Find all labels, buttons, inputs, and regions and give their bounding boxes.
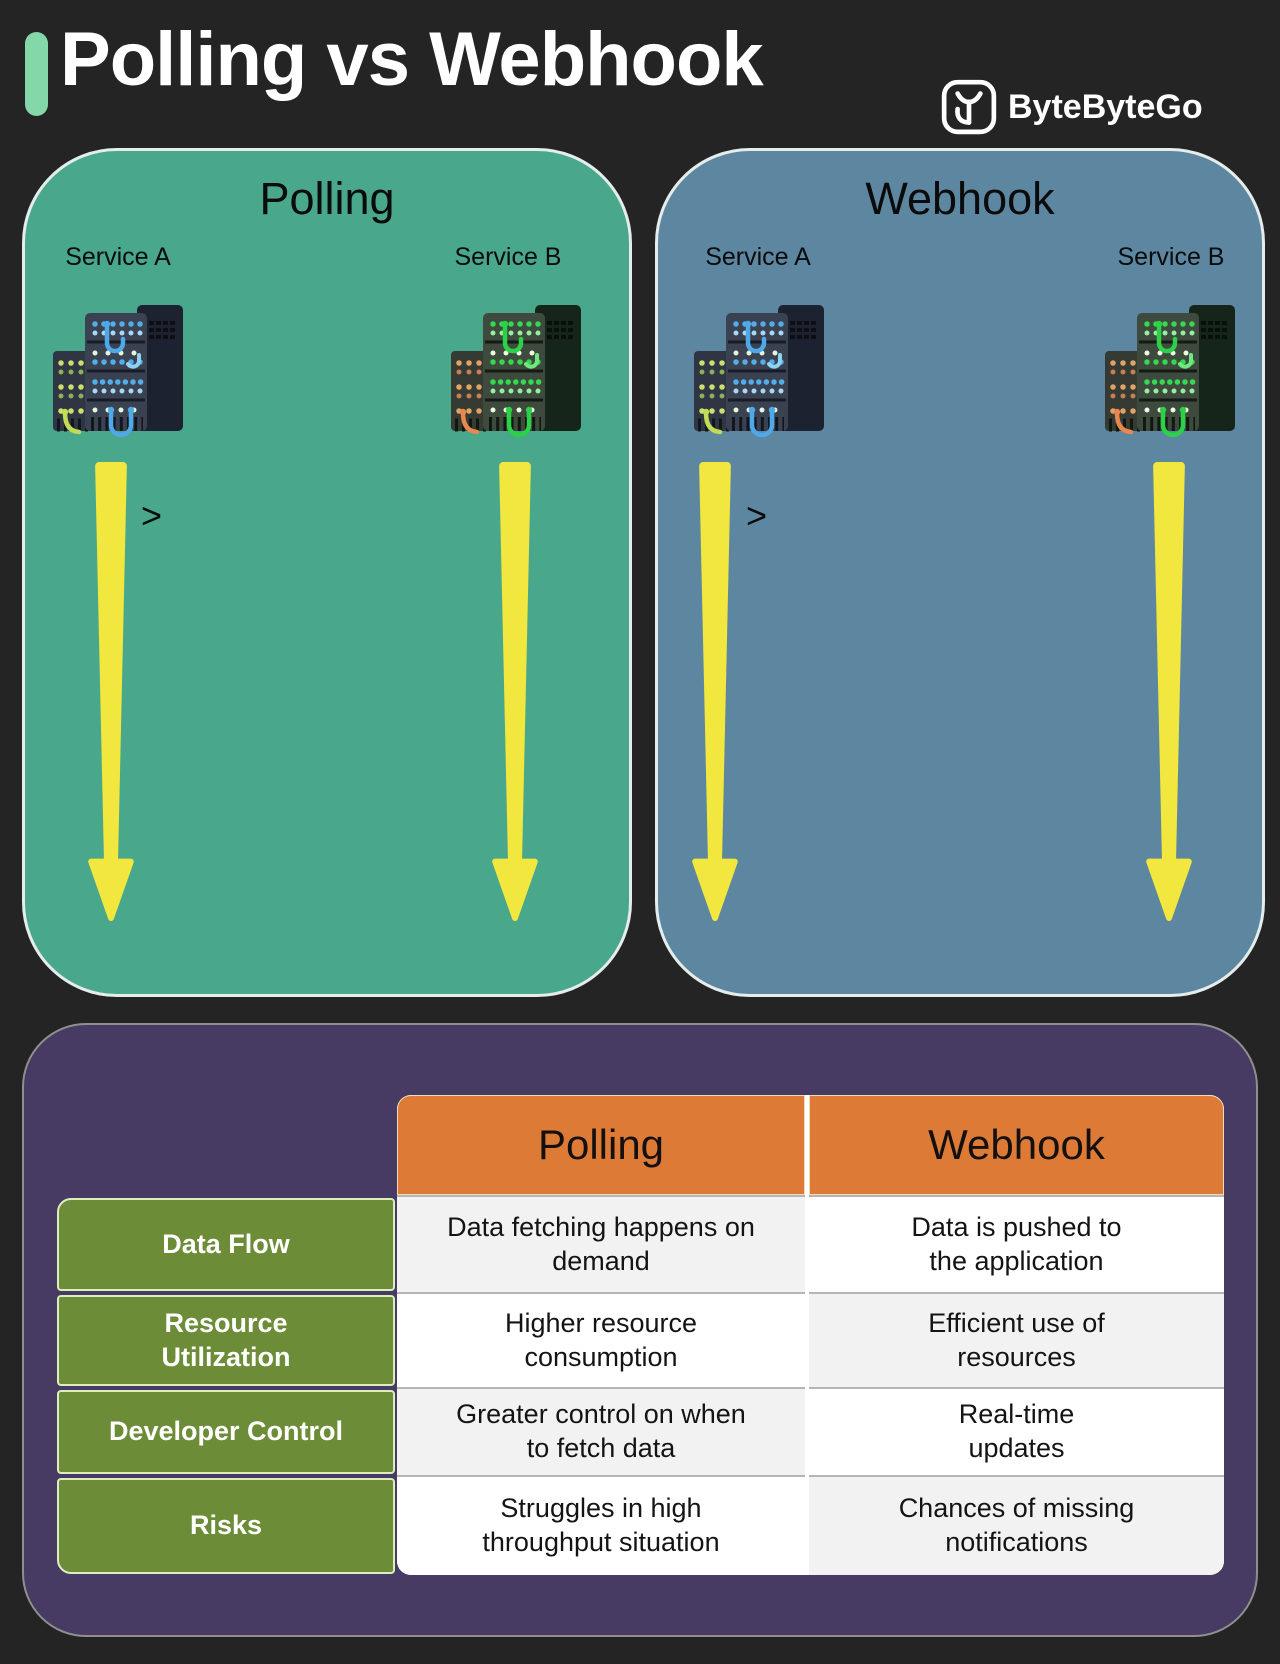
row-label-resource-utilization: Resource Utilization (57, 1295, 395, 1386)
cell-dataflow-polling: Data fetching happens on demand (397, 1195, 805, 1292)
cell-risks-polling: Struggles in high throughput situation (397, 1475, 805, 1575)
comparison-table: Polling Webhook Data fetching happens on… (397, 1095, 1224, 1575)
cell-dataflow-webhook: Data is pushed to the application (809, 1195, 1224, 1292)
cell-control-webhook: Real-time updates (809, 1387, 1224, 1475)
brand-logo: ByteByteGo (940, 78, 1203, 136)
flow-arrow-icon (1141, 461, 1197, 927)
webhook-service-b-label: Service B (1117, 243, 1225, 271)
flow-arrow-icon (83, 461, 139, 927)
flow-arrow-icon (687, 461, 743, 927)
page-title: Polling vs Webhook (60, 17, 764, 102)
server-rack-icon (1103, 299, 1235, 443)
server-rack-icon (449, 299, 581, 443)
row-label-risks: Risks (57, 1478, 395, 1574)
cell-risks-webhook: Chances of missing notifications (809, 1475, 1224, 1575)
webhook-service-a-label: Service A (705, 243, 811, 271)
webhook-panel: Webhook Service A Service B > (655, 148, 1265, 997)
chevron-right-glyph: > (746, 495, 768, 536)
polling-panel: Polling Service A Service B > (22, 148, 632, 997)
flow-arrow-icon (487, 461, 543, 927)
table-header-webhook: Webhook (809, 1095, 1224, 1195)
title-accent-bar (25, 32, 48, 116)
row-label-data-flow: Data Flow (57, 1198, 395, 1291)
comparison-panel: Polling Webhook Data fetching happens on… (22, 1023, 1258, 1637)
server-rack-icon (51, 299, 183, 443)
polling-panel-title: Polling (259, 173, 395, 224)
cell-resource-polling: Higher resource consumption (397, 1292, 805, 1387)
chevron-right-glyph: > (141, 495, 163, 536)
cell-control-polling: Greater control on when to fetch data (397, 1387, 805, 1475)
row-label-developer-control: Developer Control (57, 1390, 395, 1474)
webhook-panel-title: Webhook (865, 173, 1055, 224)
bytebytego-logo-icon (940, 78, 998, 136)
polling-service-a-label: Service A (65, 243, 171, 271)
cell-resource-webhook: Efficient use of resources (809, 1292, 1224, 1387)
table-header-polling: Polling (397, 1095, 805, 1195)
server-rack-icon (692, 299, 824, 443)
polling-service-b-label: Service B (454, 243, 562, 271)
brand-name: ByteByteGo (1008, 87, 1203, 126)
